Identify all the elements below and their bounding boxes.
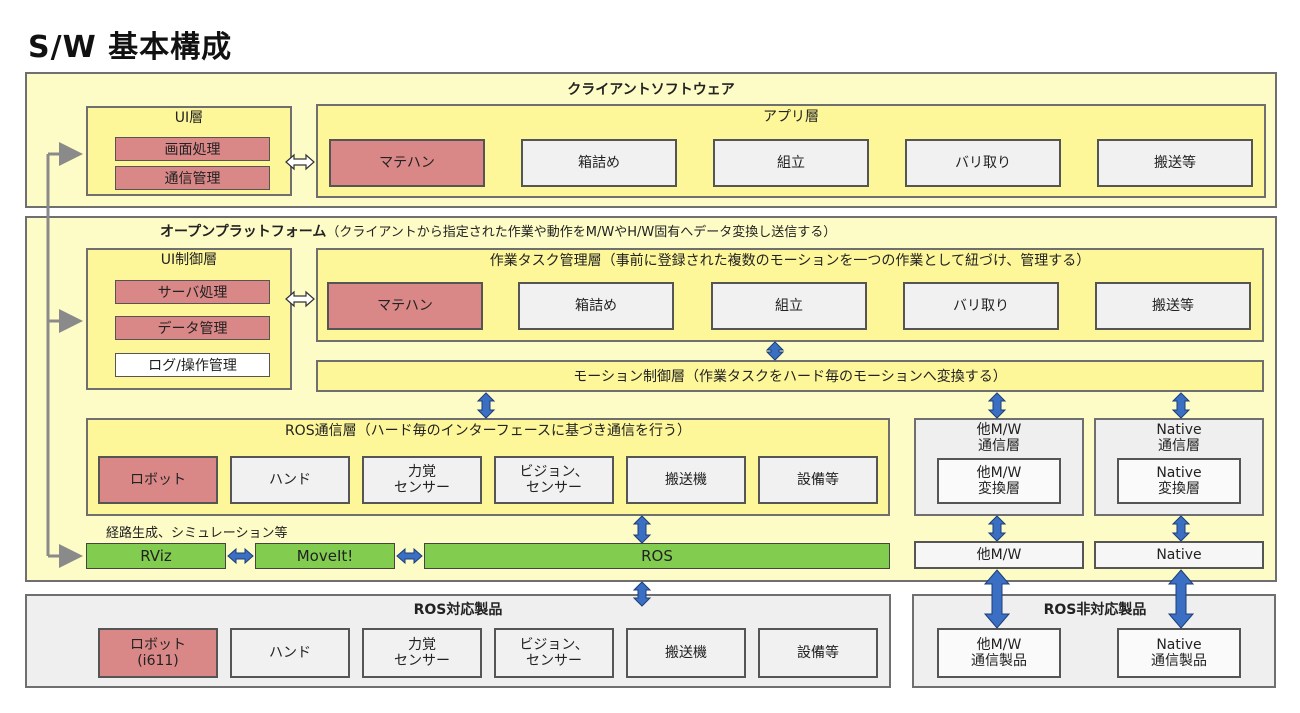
app-item-deburring: バリ取り <box>905 139 1061 187</box>
app-item-transport: 搬送等 <box>1097 139 1253 187</box>
app-layer-title: アプリ層 <box>763 109 819 125</box>
ros-comm-layer <box>86 418 890 516</box>
ros-comm-equipment: 設備等 <box>758 456 878 504</box>
ui-item-screen: 画面処理 <box>115 137 270 161</box>
path-generation-label: 経路生成、シミュレーション等 <box>106 526 288 541</box>
ros-comm-robot: ロボット <box>98 456 218 504</box>
task-item-boxing: 箱詰め <box>518 282 674 330</box>
page-title: S/W 基本構成 <box>28 30 233 65</box>
rviz-box: RViz <box>86 543 226 569</box>
app-item-material-handling: マテハン <box>329 139 485 187</box>
ui-control-title: UI制御層 <box>160 252 218 268</box>
task-layer-title: 作業タスク管理層（事前に登録された複数のモーションを一つの作業として紐づけ、管理… <box>489 253 1091 269</box>
task-item-assembly: 組立 <box>711 282 867 330</box>
ros-box: ROS <box>424 543 890 569</box>
ui-control-server: サーバ処理 <box>115 280 270 304</box>
nonros-product-native: Native 通信製品 <box>1117 628 1241 678</box>
ros-product-robot: ロボット (i611) <box>98 628 218 678</box>
ros-product-equipment: 設備等 <box>758 628 878 678</box>
app-item-assembly: 組立 <box>713 139 869 187</box>
ros-product-vision-sensor: ビジョン、 センサー <box>494 628 614 678</box>
ui-layer-title: UI層 <box>174 110 204 126</box>
app-item-boxing: 箱詰め <box>521 139 677 187</box>
ros-product-hand: ハンド <box>230 628 350 678</box>
ros-comm-force-sensor: 力覚 センサー <box>362 456 482 504</box>
task-item-transport: 搬送等 <box>1095 282 1251 330</box>
native-convert-layer: Native 変換層 <box>1117 458 1241 504</box>
client-software-title: クライアントソフトウェア <box>567 82 735 98</box>
ros-products-title: ROS対応製品 <box>413 602 503 618</box>
ros-comm-title: ROS通信層（ハード毎のインターフェースに基づき通信を行う） <box>284 423 692 439</box>
open-platform-title-row: オープンプラットフォーム（クライアントから指定された作業や動作をM/WやH/W固… <box>160 221 1260 241</box>
motion-control-layer: モーション制御層（作業タスクをハード毎のモーションへ変換する） <box>316 360 1264 392</box>
other-mw-box: 他M/W <box>914 541 1084 569</box>
ros-product-conveyor: 搬送機 <box>626 628 746 678</box>
other-mw-convert-layer: 他M/W 変換層 <box>937 458 1061 504</box>
open-platform-title: オープンプラットフォーム <box>160 224 327 240</box>
other-mw-comm-title: 他M/W 通信層 <box>976 422 1022 455</box>
ui-control-log: ログ/操作管理 <box>115 353 270 377</box>
ui-control-data: データ管理 <box>115 316 270 340</box>
native-comm-title: Native 通信層 <box>1156 422 1202 455</box>
ui-item-comm: 通信管理 <box>115 166 270 190</box>
moveit-box: MoveIt! <box>255 543 395 569</box>
nonros-products-title: ROS非対応製品 <box>1043 602 1147 618</box>
task-item-material-handling: マテハン <box>327 282 483 330</box>
ros-product-force-sensor: 力覚 センサー <box>362 628 482 678</box>
ros-comm-conveyor: 搬送機 <box>626 456 746 504</box>
nonros-product-other-mw: 他M/W 通信製品 <box>937 628 1061 678</box>
open-platform-subtitle: （クライアントから指定された作業や動作をM/WやH/W固有へデータ変換し送信する… <box>326 225 837 240</box>
ros-comm-hand: ハンド <box>230 456 350 504</box>
task-item-deburring: バリ取り <box>903 282 1059 330</box>
native-box: Native <box>1094 541 1264 569</box>
ros-comm-vision-sensor: ビジョン、 センサー <box>494 456 614 504</box>
